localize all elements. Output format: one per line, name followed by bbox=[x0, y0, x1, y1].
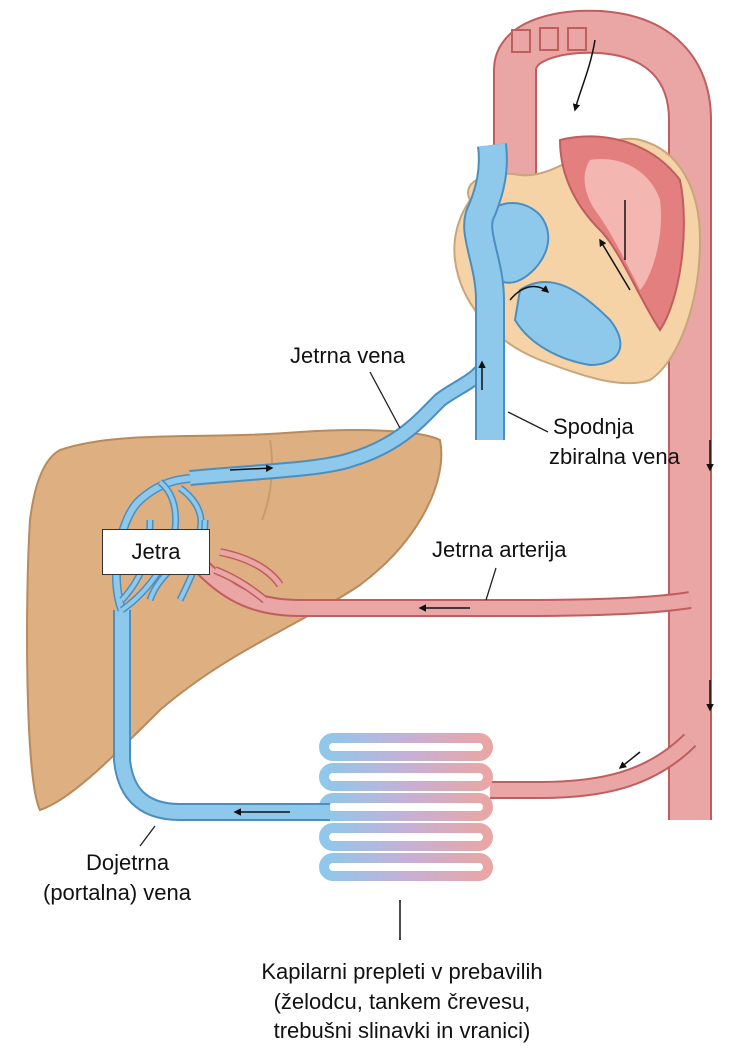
label-ivc-line1: Spodnja bbox=[553, 414, 634, 440]
mesenteric-artery bbox=[490, 740, 690, 790]
label-capillary-line2: (želodcu, tankem črevesu, bbox=[197, 989, 607, 1015]
inferior-vena-cava bbox=[478, 145, 493, 440]
label-liver-text: Jetra bbox=[132, 539, 181, 565]
label-liver: Jetra bbox=[102, 529, 210, 575]
label-portal-line2: (portalna) vena bbox=[43, 880, 191, 906]
capillary-network bbox=[322, 736, 490, 940]
label-portal-line1: Dojetrna bbox=[86, 850, 169, 876]
label-capillary-line3: trebušni slinavki in vranici) bbox=[197, 1018, 607, 1044]
label-ivc-line2: zbiralna vena bbox=[549, 444, 680, 470]
label-capillary-line1: Kapilarni prepleti v prebavilih bbox=[197, 959, 607, 985]
label-hepatic-vein: Jetrna vena bbox=[290, 343, 405, 369]
label-hepatic-artery: Jetrna arterija bbox=[432, 537, 567, 563]
